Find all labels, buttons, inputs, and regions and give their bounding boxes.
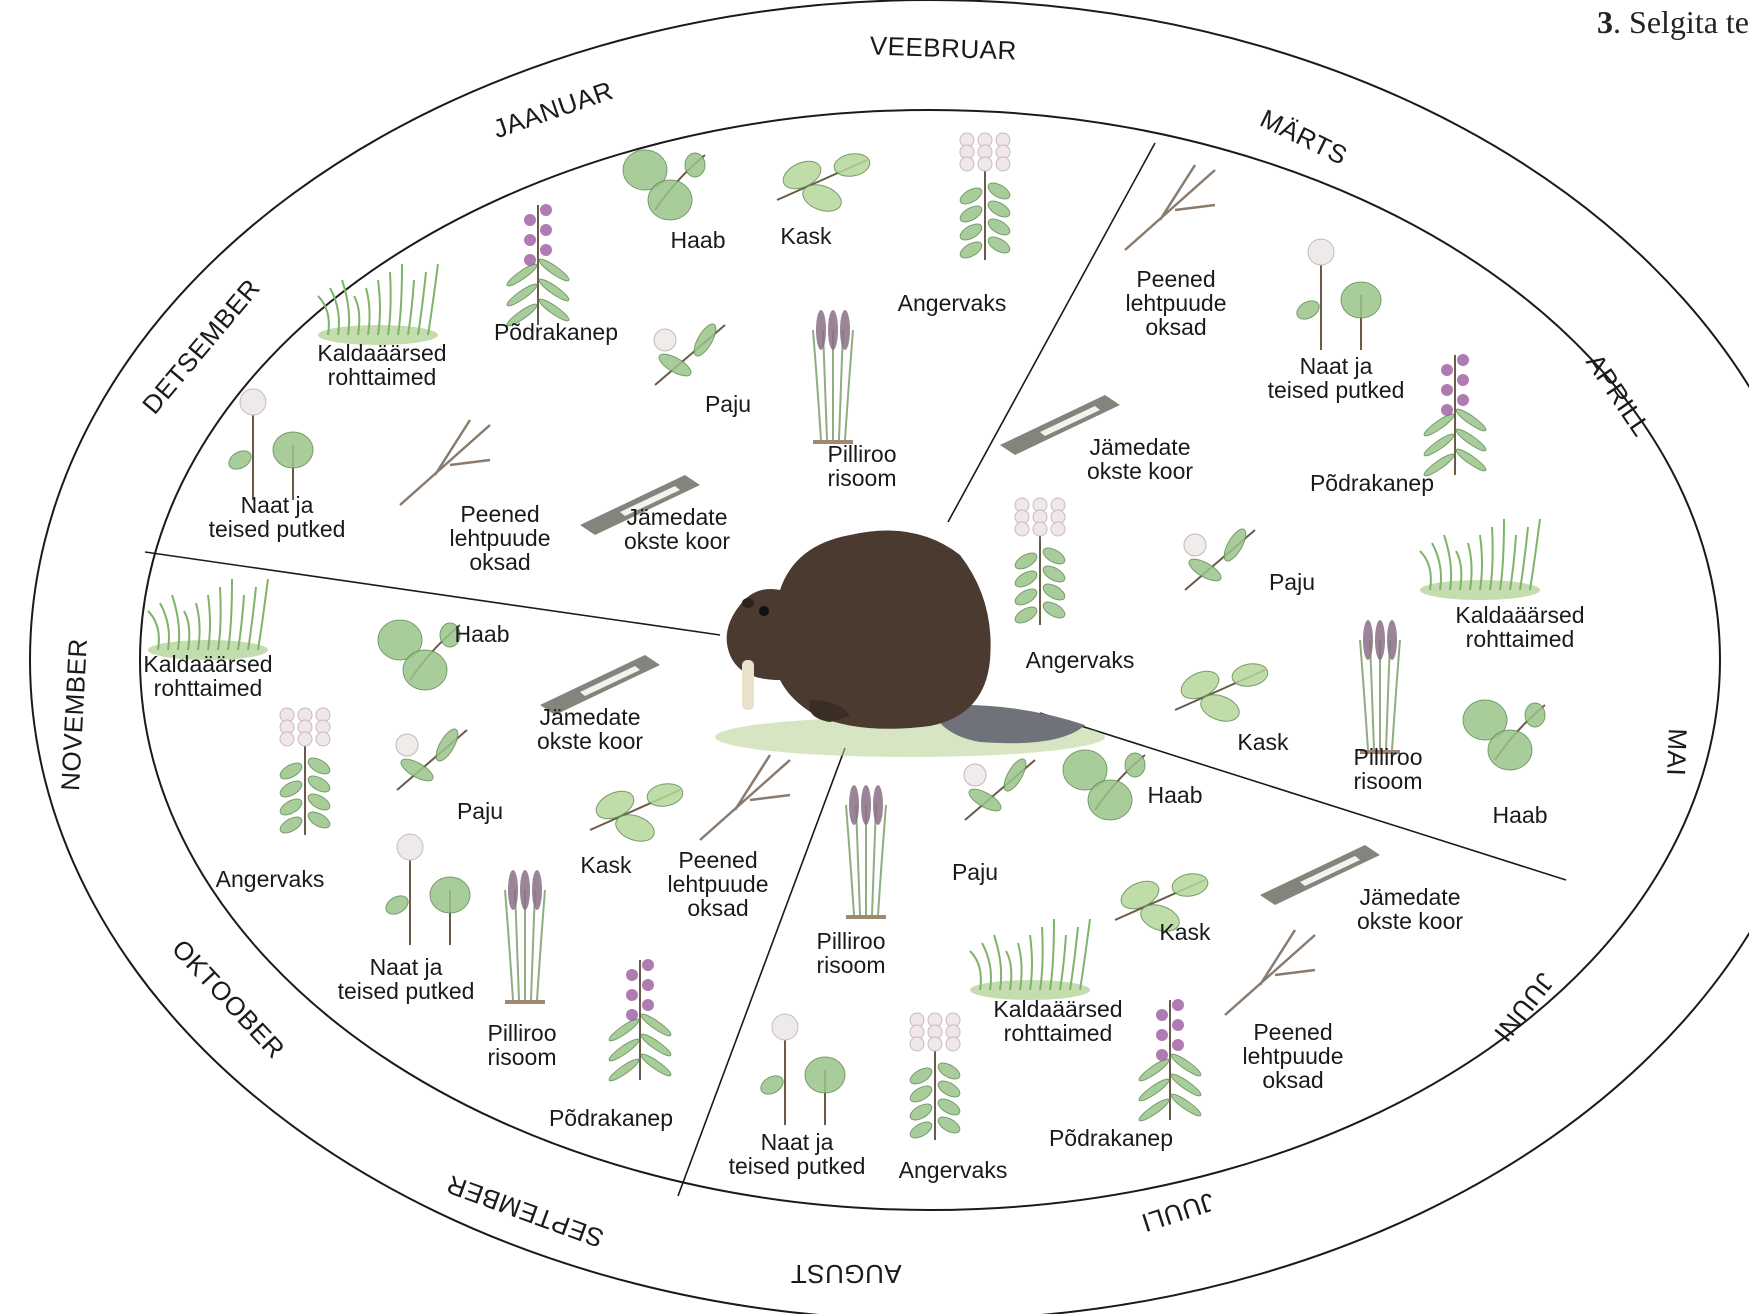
- autumn-item-label: Jämedateokste koor: [537, 704, 643, 754]
- meadowsweet-icon: [908, 1013, 963, 1141]
- birch-leaf-icon: [777, 151, 872, 216]
- spring-item-label: Haab: [1493, 802, 1548, 828]
- aspen-leaf-icon: [378, 620, 460, 690]
- month-label-1: JAANUAR: [489, 75, 617, 144]
- meadowsweet-icon: [958, 133, 1013, 261]
- autumn-item-label: Angervaks: [216, 866, 325, 892]
- umbellifer-icon: [758, 1014, 845, 1125]
- spring-item-label: Põdrakanep: [1310, 470, 1434, 496]
- autumn-item-label: Paju: [457, 798, 503, 824]
- autumn-item-label: Naat jateised putked: [338, 954, 475, 1004]
- grass-icon: [148, 579, 268, 660]
- spring-item-label: Kaldaäärsedrohttaimed: [1455, 602, 1584, 652]
- spring-item-label: Peenedlehtpuudeoksad: [1125, 266, 1226, 340]
- twig-icon: [400, 420, 490, 505]
- winter-item-label: Peenedlehtpuudeoksad: [449, 501, 550, 575]
- winter-item-label: Põdrakanep: [494, 319, 618, 345]
- reed-icon: [505, 870, 545, 1002]
- month-label-7: JUULI: [1138, 1187, 1218, 1239]
- month-label-6: AUGUST: [790, 1259, 901, 1289]
- willow-icon: [654, 321, 725, 385]
- autumn-item-label: Peenedlehtpuudeoksad: [667, 847, 768, 921]
- meadowsweet-icon: [278, 708, 333, 836]
- summer-item-label: Paju: [952, 859, 998, 885]
- fireweed-icon: [607, 959, 673, 1084]
- umbellifer-icon: [226, 389, 313, 500]
- spring-item-label: Kask: [1237, 729, 1289, 755]
- spring-item-label: Angervaks: [1026, 647, 1135, 673]
- twig-icon: [1225, 930, 1315, 1015]
- winter-item-label: Naat jateised putked: [209, 492, 346, 542]
- grass-icon: [318, 264, 438, 345]
- month-label-8: JUUNI: [1488, 967, 1560, 1048]
- fireweed-icon: [505, 204, 571, 329]
- beaver-icon: [715, 531, 1105, 758]
- autumn-item-label: Kask: [580, 852, 632, 878]
- month-label-11: MÄRTS: [1256, 103, 1353, 171]
- spring-item-label: Naat jateised putked: [1268, 353, 1405, 403]
- autumn-item-label: Haab: [455, 621, 510, 647]
- month-label-4: OKTOOBER: [166, 933, 291, 1064]
- twig-icon: [700, 755, 790, 840]
- summer-item-label: Jämedateokste koor: [1357, 884, 1463, 934]
- willow-icon: [1184, 526, 1255, 590]
- birch-leaf-icon: [1175, 661, 1270, 726]
- summer-item-label: Peenedlehtpuudeoksad: [1242, 1019, 1343, 1093]
- umbellifer-icon: [383, 834, 470, 945]
- month-label-0: VEEBRUAR: [869, 30, 1017, 65]
- meadowsweet-icon: [1013, 498, 1068, 626]
- willow-icon: [964, 756, 1035, 820]
- summer-item-label: Kaldaäärsedrohttaimed: [993, 996, 1122, 1046]
- reed-icon: [1360, 620, 1400, 752]
- reed-icon: [846, 785, 886, 917]
- winter-item-label: Angervaks: [898, 290, 1007, 316]
- winter-item-label: Haab: [671, 227, 726, 253]
- autumn-item-label: Pilliroorisoom: [487, 1020, 556, 1070]
- month-label-3: NOVEMBER: [55, 637, 93, 791]
- summer-item-label: Kask: [1159, 919, 1211, 945]
- umbellifer-icon: [1294, 239, 1381, 350]
- month-label-10: APRILL: [1580, 348, 1657, 442]
- winter-item-label: Paju: [705, 391, 751, 417]
- spring-item-label: Pilliroorisoom: [1353, 744, 1422, 794]
- winter-item-label: Jämedateokste koor: [624, 504, 730, 554]
- aspen-leaf-icon: [1463, 700, 1545, 770]
- spring-item-label: Jämedateokste koor: [1087, 434, 1193, 484]
- fireweed-icon: [1422, 354, 1488, 479]
- aspen-leaf-icon: [1063, 750, 1145, 820]
- reed-icon: [813, 310, 853, 442]
- birch-leaf-icon: [590, 781, 685, 846]
- summer-item-label: Naat jateised putked: [729, 1129, 866, 1179]
- month-label-5: SEPTEMBER: [442, 1169, 607, 1254]
- winter-item-label: Kaldaäärsedrohttaimed: [317, 340, 446, 390]
- grass-icon: [1420, 519, 1540, 600]
- grass-icon: [970, 919, 1090, 1000]
- summer-item-label: Põdrakanep: [1049, 1125, 1173, 1151]
- summer-item-label: Pilliroorisoom: [816, 928, 885, 978]
- autumn-item-label: Põdrakanep: [549, 1105, 673, 1131]
- winter-item-label: Pilliroorisoom: [827, 441, 896, 491]
- winter-item-label: Kask: [780, 223, 832, 249]
- aspen-leaf-icon: [623, 150, 705, 220]
- summer-item-label: Angervaks: [899, 1157, 1008, 1183]
- willow-icon: [396, 726, 467, 790]
- autumn-item-label: Kaldaäärsedrohttaimed: [143, 651, 272, 701]
- twig-icon: [1125, 165, 1215, 250]
- month-label-9: MAI: [1661, 728, 1693, 777]
- spring-item-label: Paju: [1269, 569, 1315, 595]
- fireweed-icon: [1137, 999, 1203, 1124]
- summer-item-label: Haab: [1148, 782, 1203, 808]
